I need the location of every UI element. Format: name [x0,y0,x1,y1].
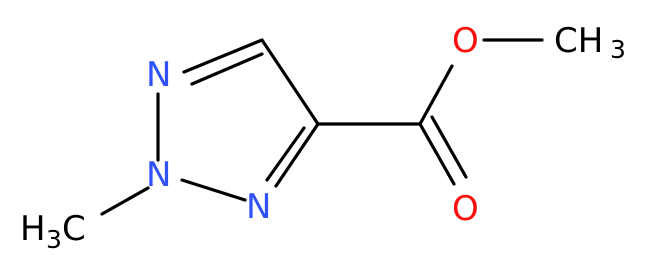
atom-n1: N [146,55,171,95]
methyl-ester-label: CH [554,21,603,61]
bond-n1-c5-double-outer [182,38,264,74]
atom-n3: N [246,187,271,227]
bond-n1-c5-double-inner [190,52,264,86]
atom-n2: N [146,155,171,195]
methyl-ester-subscript: 3 [610,35,626,64]
bond-n3-n2 [180,178,247,202]
atom-o-carbonyl: O [452,189,479,229]
bond-c-o-ester [418,64,454,126]
methyl-n-h: H [20,209,46,249]
bond-c4-n3-double-inner [265,126,306,182]
atom-o-ester: O [452,21,479,61]
bond-c4-n3-double-outer [274,122,320,188]
bond-c-o-double-a [418,122,456,186]
methyl-n-c: C [62,209,86,249]
bond-c5-c4 [260,38,320,126]
bond-c-o-double-b [430,115,468,179]
methyl-n-subscript: 3 [46,225,62,254]
bond-n2-methyl [100,186,150,216]
